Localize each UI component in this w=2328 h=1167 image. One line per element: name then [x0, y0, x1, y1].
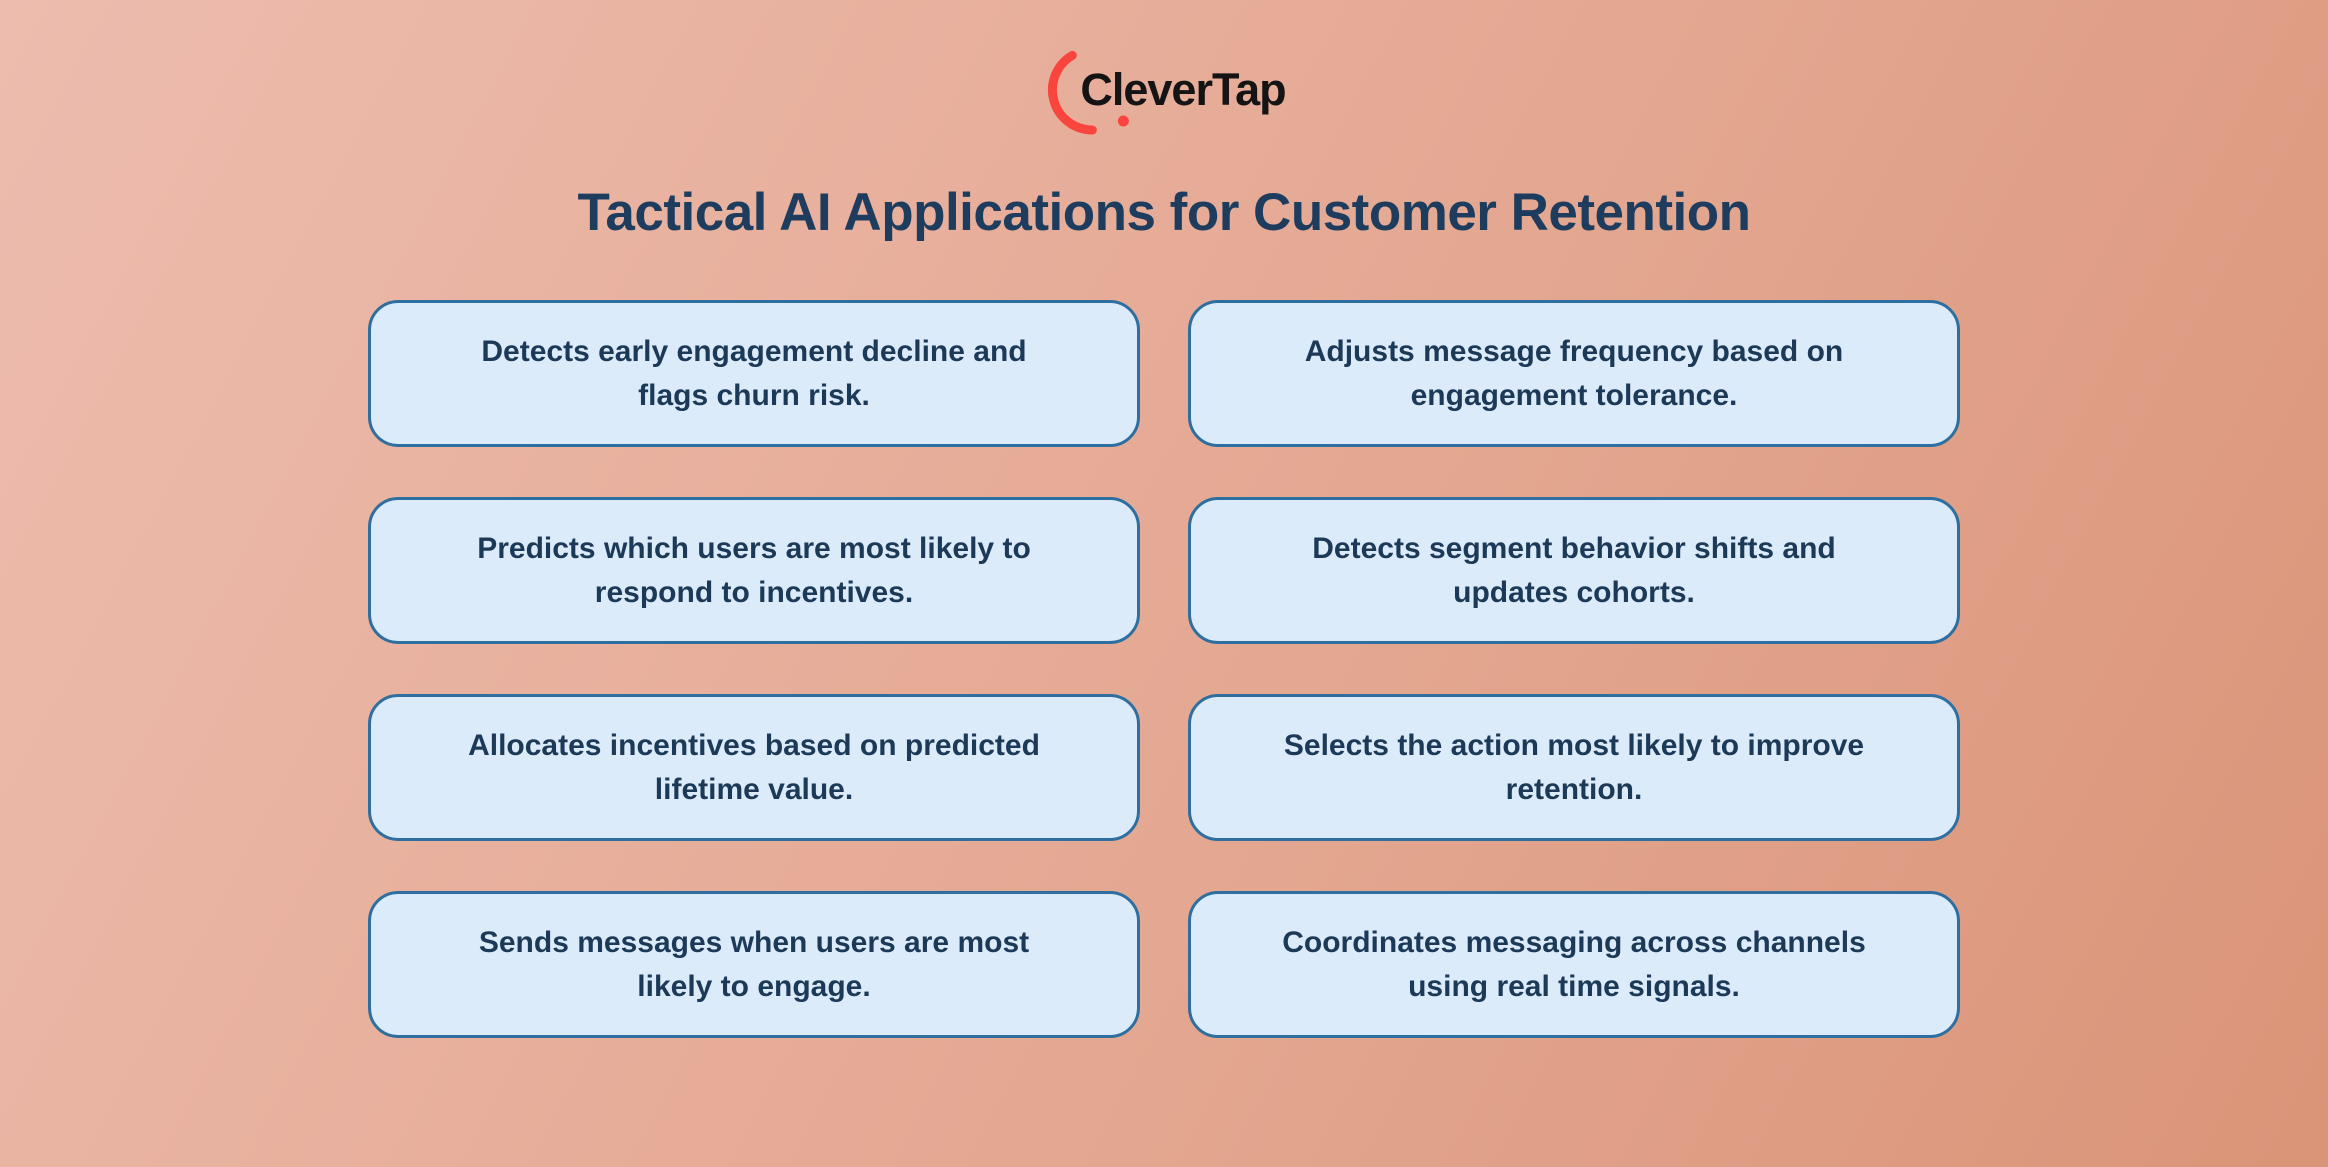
- clevertap-arc-icon: [1047, 50, 1129, 135]
- page-title: Tactical AI Applications for Customer Re…: [577, 183, 1751, 242]
- card-send-timing: Sends messages when users are most likel…: [368, 891, 1140, 1038]
- card-text-line: Selects the action most likely to improv…: [1283, 728, 1865, 762]
- card-text-line: retention.: [1505, 772, 1643, 806]
- card-text-line: Predicts which users are most likely to: [477, 531, 1031, 565]
- card-text-line: Detects early engagement decline and: [481, 334, 1027, 368]
- card-text-line: Adjusts message frequency based on: [1304, 334, 1844, 368]
- card-text-line: using real time signals.: [1408, 969, 1740, 1003]
- card-text-line: Sends messages when users are most: [478, 925, 1030, 959]
- card-lifetime-value: Allocates incentives based on predicted …: [368, 694, 1140, 841]
- card-message-frequency: Adjusts message frequency based on engag…: [1188, 300, 1960, 447]
- card-text-line: lifetime value.: [654, 772, 854, 806]
- card-churn-risk: Detects early engagement decline and fla…: [368, 300, 1140, 447]
- card-text-line: Detects segment behavior shifts and: [1312, 531, 1836, 565]
- card-text-line: flags churn risk.: [638, 378, 870, 412]
- card-channel-coordination: Coordinates messaging across channels us…: [1188, 891, 1960, 1038]
- card-incentive-prediction: Predicts which users are most likely to …: [368, 497, 1140, 644]
- card-text-line: respond to incentives.: [594, 575, 914, 609]
- card-text-line: updates cohorts.: [1453, 575, 1695, 609]
- card-best-action: Selects the action most likely to improv…: [1188, 694, 1960, 841]
- card-text-line: Coordinates messaging across channels: [1282, 925, 1866, 959]
- clevertap-logo: CleverTap: [1042, 40, 1287, 140]
- clevertap-wordmark: CleverTap: [1080, 64, 1286, 115]
- card-segment-shifts: Detects segment behavior shifts and upda…: [1188, 497, 1960, 644]
- card-text-line: likely to engage.: [637, 969, 871, 1003]
- card-text-line: Allocates incentives based on predicted: [468, 728, 1040, 762]
- card-grid: Detects early engagement decline and fla…: [368, 300, 1960, 1038]
- card-text-line: engagement tolerance.: [1410, 378, 1738, 412]
